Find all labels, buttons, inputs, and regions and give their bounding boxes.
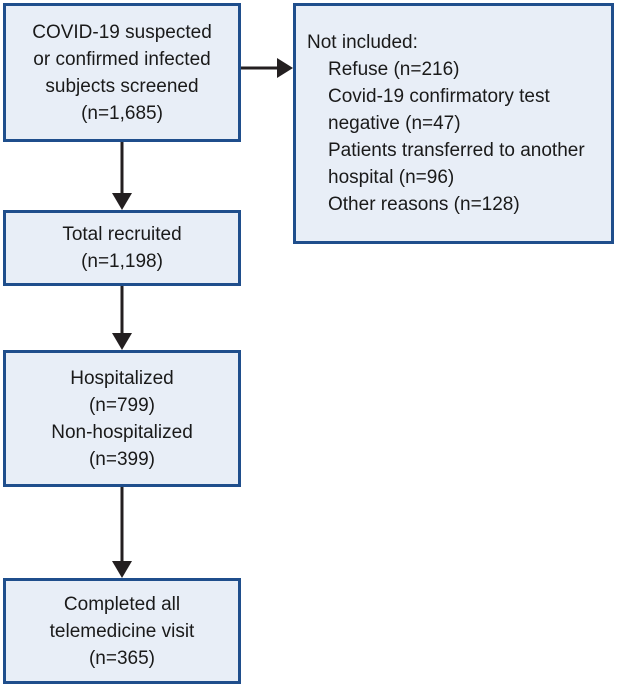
hospitalized-count: (n=799) [88, 394, 156, 416]
completed-line-2: telemedicine visit [49, 620, 195, 642]
arrow-to-recruited-head [112, 193, 132, 210]
not-included-test-negative-line-1: Covid-19 confirmatory test [328, 86, 550, 107]
not-included-refuse: Refuse (n=216) [328, 59, 460, 80]
not-included-transferred-line-1: Patients transferred to another [328, 140, 585, 161]
recruited-label: Total recruited [62, 224, 182, 245]
not-included-title: Not included: [307, 32, 418, 53]
screened-line-1: COVID-19 suspected [32, 21, 212, 43]
recruited-box: Total recruited (n=1,198) [3, 210, 241, 286]
screened-box: COVID-19 suspected or confirmed infected… [3, 3, 241, 142]
completed-box: Completed all telemedicine visit (n=365) [3, 578, 241, 684]
not-included-transferred-line-2: hospital (n=96) [328, 167, 455, 188]
hospitalized-label: Hospitalized [70, 367, 174, 389]
recruited-count: (n=1,198) [81, 251, 163, 272]
not-included-box: Not included: Refuse (n=216) Covid-19 co… [293, 3, 614, 244]
completed-line-1: Completed all [63, 593, 181, 615]
screened-line-2: or confirmed infected [33, 48, 211, 70]
non-hospitalized-label: Non-hospitalized [51, 421, 193, 443]
not-included-other: Other reasons (n=128) [328, 194, 520, 215]
non-hospitalized-count: (n=399) [88, 448, 156, 470]
arrow-to-completed-head [112, 561, 132, 578]
screened-line-3: subjects screened [45, 75, 199, 97]
arrow-to-hospitalization-head [112, 333, 132, 350]
not-included-test-negative-line-2: negative (n=47) [328, 113, 461, 134]
hospitalization-box: Hospitalized (n=799) Non-hospitalized (n… [3, 350, 241, 487]
completed-count: (n=365) [88, 647, 156, 669]
arrow-to-not-included-head [277, 58, 293, 78]
screened-count: (n=1,685) [81, 102, 163, 124]
